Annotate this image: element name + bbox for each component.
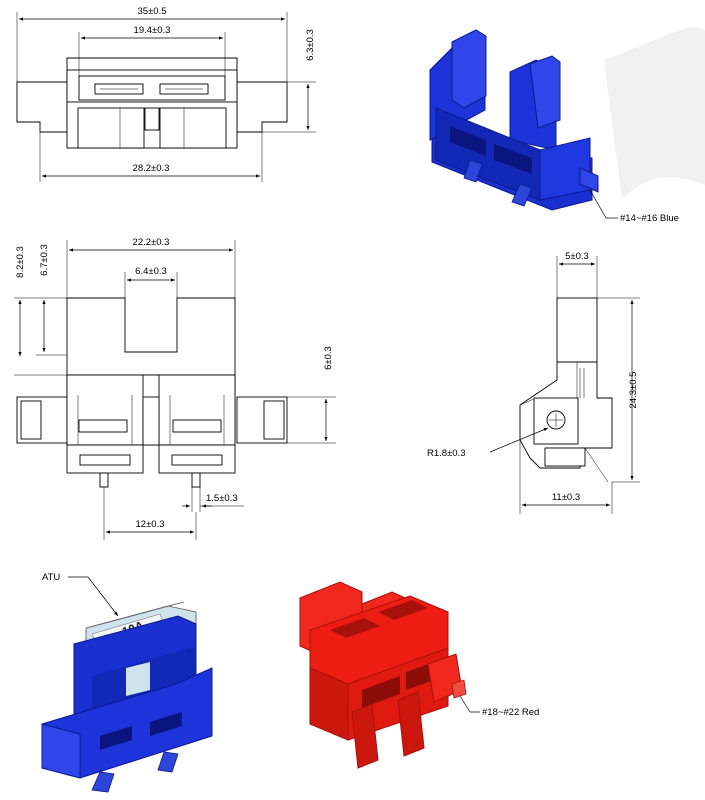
dim-front-top-width: 22.2±0.3 bbox=[133, 237, 170, 248]
dim-inner-width: 19.4±0.3 bbox=[134, 25, 171, 36]
callout-blue-label: #14~#16 Blue bbox=[620, 213, 679, 224]
dim-pin-width: 1.5±0.3 bbox=[206, 493, 238, 504]
side-view: 5±0.3 24.3±0.5 R1.8±0.3 11±0.3 bbox=[427, 251, 640, 514]
dim-side-height: 24.3±0.5 bbox=[628, 372, 639, 409]
side-view-dimensions: 5±0.3 24.3±0.5 R1.8±0.3 11±0.3 bbox=[427, 251, 640, 514]
dim-slot-width: 6.4±0.3 bbox=[135, 266, 167, 277]
dim-radius: R1.8±0.3 bbox=[427, 448, 466, 459]
dim-overall-width: 35±0.5 bbox=[138, 6, 167, 17]
dim-side-base-width: 11±0.3 bbox=[552, 492, 580, 503]
red-holder-render: #18~#22 Red bbox=[299, 581, 539, 769]
top-view-outline bbox=[16, 57, 288, 149]
top-view: 35±0.5 19.4±0.3 28.2±0.3 6.3±0.3 bbox=[16, 6, 316, 182]
dim-right-height: 6±0.3 bbox=[323, 346, 334, 370]
side-view-outline bbox=[519, 297, 613, 483]
callout-fuse-label: ATU bbox=[42, 572, 60, 583]
dim-body-width: 28.2±0.3 bbox=[133, 163, 170, 174]
blue-holder-with-fuse-render: 10A ATU bbox=[41, 572, 213, 793]
dim-height-a: 8.2±0.3 bbox=[15, 246, 26, 278]
front-view-outline bbox=[16, 297, 288, 488]
callout-red-label: #18~#22 Red bbox=[482, 707, 539, 718]
front-view: 22.2±0.3 6.4±0.3 8.2±0.3 6.7±0.3 6±0.3 bbox=[14, 237, 336, 540]
dim-top-height: 6.3±0.3 bbox=[305, 29, 316, 61]
dim-side-top-width: 5±0.3 bbox=[565, 251, 589, 262]
front-view-dimensions: 22.2±0.3 6.4±0.3 8.2±0.3 6.7±0.3 6±0.3 bbox=[14, 237, 336, 540]
dim-pin-pitch: 12±0.3 bbox=[136, 519, 165, 530]
dim-height-b: 6.7±0.3 bbox=[39, 244, 50, 276]
top-view-dimensions: 35±0.5 19.4±0.3 28.2±0.3 6.3±0.3 bbox=[16, 6, 316, 182]
blue-holder-render: #14~#16 Blue bbox=[429, 27, 705, 224]
